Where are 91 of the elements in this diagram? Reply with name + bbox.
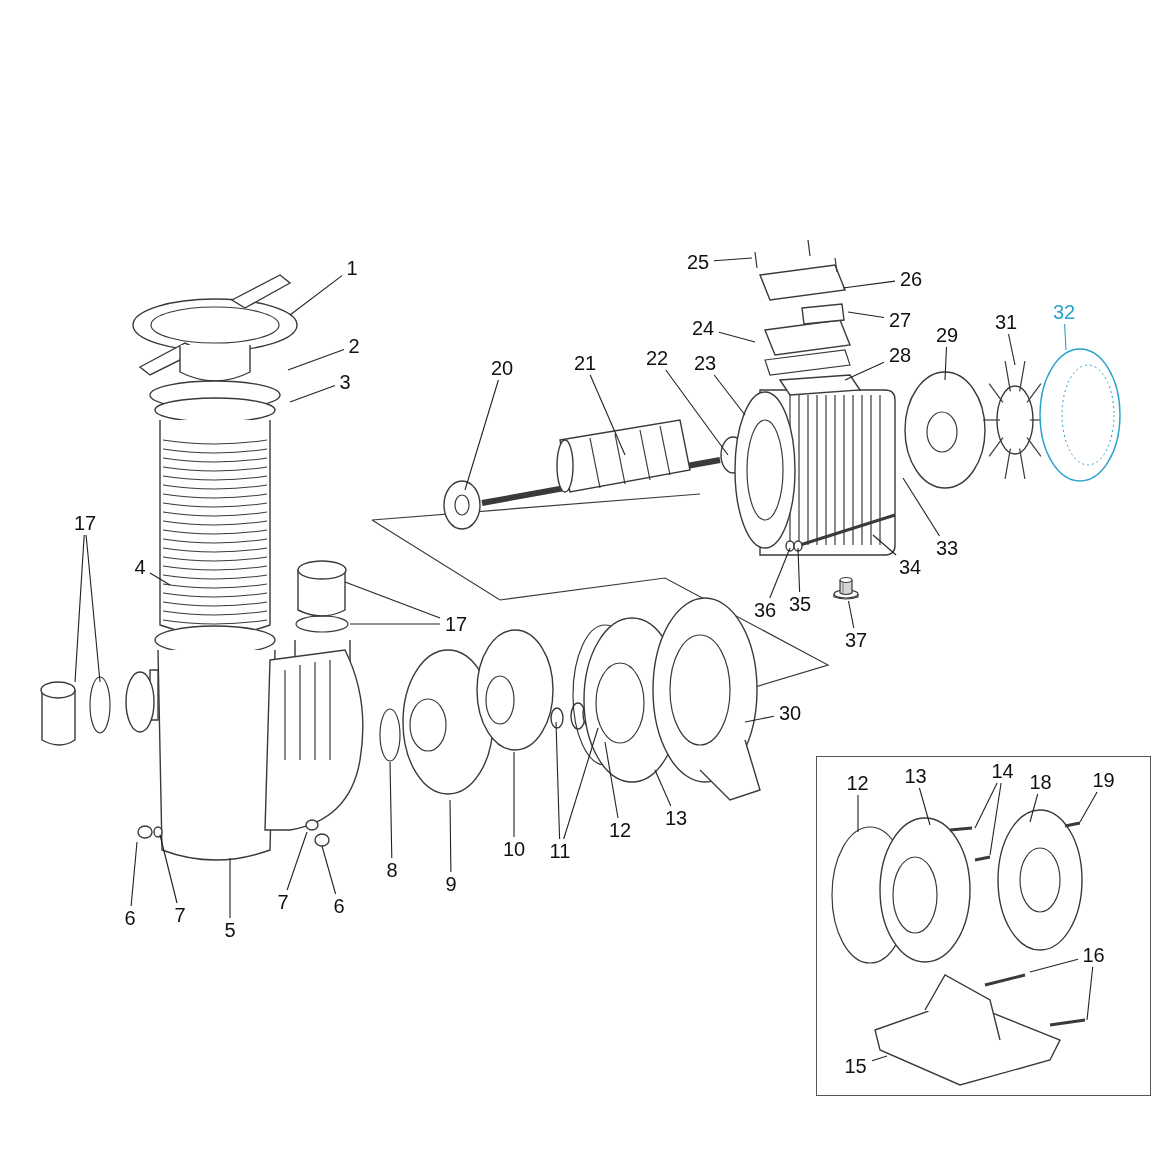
callout-number: 1: [346, 257, 358, 279]
callout-number: 15: [844, 1054, 867, 1077]
leader-line: [159, 834, 178, 904]
leader-line: [604, 741, 619, 819]
callout-number: 12: [608, 819, 632, 841]
leader-line: [842, 280, 896, 289]
leader-line: [769, 547, 791, 599]
callout-number: 20: [490, 357, 514, 379]
callout-number: 21: [573, 352, 597, 374]
leader-line: [713, 374, 746, 416]
leader-line: [321, 845, 337, 895]
leader-line: [857, 794, 859, 833]
leader-line: [665, 369, 729, 456]
leader-line: [744, 715, 775, 723]
callout-number: 7: [277, 891, 289, 913]
callout-number: 9: [445, 873, 457, 895]
leader-line: [797, 547, 801, 593]
leader-line: [847, 600, 855, 629]
leader-line: [944, 346, 948, 381]
leader-line: [847, 311, 885, 319]
callout-number: 19: [1092, 768, 1115, 791]
leader-line: [74, 534, 85, 683]
callout-number: 8: [386, 859, 398, 881]
callout-number: 37: [844, 629, 868, 651]
callout-number: 29: [935, 324, 959, 346]
leader-line: [844, 361, 885, 381]
leader-line: [464, 379, 499, 491]
callout-number: 16: [1082, 943, 1105, 966]
leader-line: [989, 782, 1002, 856]
pump-foot-drawing: [833, 576, 859, 601]
leader-line: [344, 581, 441, 619]
leader-line: [85, 534, 101, 683]
callout-number: 11: [549, 840, 571, 862]
leader-line: [289, 275, 343, 316]
leader-line: [229, 857, 231, 919]
callout-number: 34: [898, 556, 922, 578]
callout-number: 25: [686, 251, 710, 273]
leader-line: [1064, 323, 1067, 351]
callout-number: 28: [888, 344, 912, 366]
leader-line: [902, 477, 941, 537]
callout-number: 6: [333, 895, 345, 917]
callout-number: 26: [899, 268, 923, 290]
leader-line: [1029, 958, 1079, 973]
leader-line: [555, 721, 561, 840]
callout-number: 30: [778, 702, 802, 724]
leader-line: [286, 831, 308, 891]
callout-number: 32: [1052, 301, 1076, 323]
leader-line: [349, 623, 441, 625]
leader-line: [449, 799, 452, 873]
callout-number: 13: [664, 807, 688, 829]
callout-number: 14: [991, 759, 1014, 782]
callout-number: 23: [693, 352, 717, 374]
leader-line: [974, 782, 998, 829]
callout-number: 22: [645, 347, 669, 369]
leader-line: [287, 349, 345, 371]
callout-number: 6: [124, 907, 136, 929]
leader-line: [918, 787, 931, 826]
callout-number: 5: [224, 919, 236, 941]
callout-number: 36: [753, 599, 777, 621]
callout-number: 31: [994, 311, 1018, 333]
leader-line: [130, 841, 138, 907]
callout-number: 17: [73, 512, 97, 534]
callout-number: 2: [348, 335, 360, 357]
leader-line: [1086, 966, 1094, 1021]
callout-number: 3: [339, 371, 351, 393]
callout-number: 35: [788, 593, 812, 615]
leader-line: [513, 751, 515, 838]
callout-number: 18: [1029, 770, 1052, 793]
leader-line: [872, 534, 897, 556]
leader-line: [389, 761, 393, 859]
callout-number: 27: [888, 309, 912, 331]
callout-number: 24: [691, 317, 715, 339]
callout-number: 7: [174, 904, 186, 926]
inset-frame: [816, 756, 1151, 1096]
leader-line: [713, 257, 753, 262]
leader-line: [289, 385, 336, 403]
leader-line: [871, 1055, 888, 1062]
leader-line: [1007, 333, 1016, 366]
leader-line: [149, 572, 171, 586]
callout-number: 12: [846, 771, 869, 794]
leader-line: [589, 374, 626, 456]
callout-number: 10: [502, 838, 526, 860]
leader-line: [718, 331, 756, 343]
leader-line: [1029, 793, 1039, 823]
leader-line: [1079, 791, 1098, 823]
callout-number: 17: [444, 613, 468, 635]
callout-number: 4: [134, 556, 146, 578]
leader-line: [654, 769, 672, 807]
callout-number: 33: [935, 537, 959, 559]
leader-line: [563, 727, 599, 840]
callout-number: 13: [904, 764, 927, 787]
